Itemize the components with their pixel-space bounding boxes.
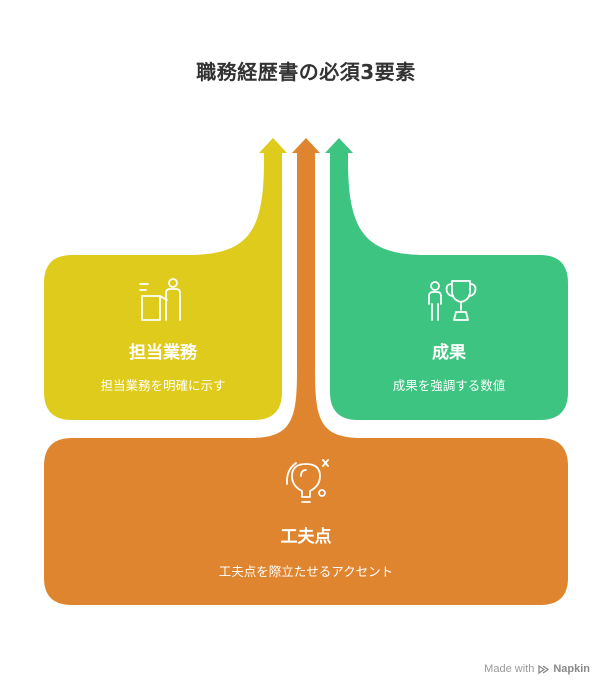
trophy-icon [428,280,477,321]
napkin-logo-icon [538,664,550,674]
left-card-title: 担当業務 [129,343,197,363]
bottom-card-shape [44,138,568,605]
lightbulb-icon [286,459,329,503]
page-title: 職務経歴書の必須3要素 [196,60,416,84]
credit-prefix: Made with [484,663,535,675]
credit-brand: Napkin [553,663,590,675]
right-card-shape [325,138,568,420]
bottom-card-description: 工夫点を際立たせるアクセント [218,564,394,579]
left-card-shape [44,138,287,420]
left-card-description: 担当業務を明確に示す [100,378,226,393]
right-card-description: 成果を強調する数値 [392,378,506,393]
napkin-credit: Made with Napkin [484,663,590,675]
bottom-card-title: 工夫点 [280,527,332,547]
presenter-icon [139,278,181,321]
right-card-title: 成果 [432,343,466,363]
